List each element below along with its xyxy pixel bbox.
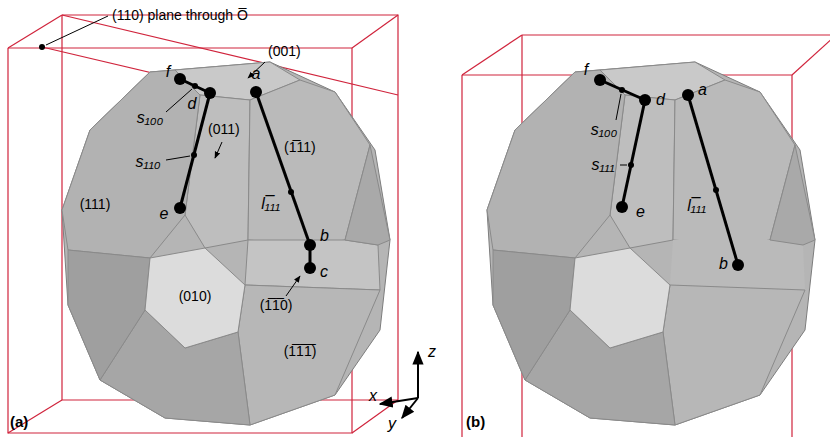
point-marker [732,259,744,271]
point-label: a [252,65,261,83]
crystal-facet [670,240,805,290]
crystal-facet [68,250,150,380]
box-edge [462,35,522,75]
point-label: s₁₀₀ [591,121,618,139]
facet-label: (001) [268,44,301,59]
point-label: e [160,205,169,223]
point-label: c [320,263,328,281]
leader-arrow [215,142,222,158]
crystal-facet [62,70,200,258]
point-label: s₁₀₀ [137,109,164,127]
box-edge [352,15,398,48]
point-marker [191,152,197,158]
point-label: s₁₁₁ [591,156,614,174]
crystal-shape [487,62,815,425]
facet-label: (1̅1̅1̅) [284,344,317,359]
point-marker [304,262,316,274]
box-edge [792,35,830,75]
shape-outline [487,62,815,425]
point-marker [682,89,694,101]
leader-line [166,156,190,160]
facet-label: (1̅11) [284,140,316,155]
point-marker [594,74,606,86]
point-label: f [584,61,588,79]
point-marker [250,86,262,98]
crystal-facet [770,145,815,245]
point-label: b [719,255,728,273]
point-label: s₁₁₀ [136,153,161,171]
point-label: l₁̅₁₁ [261,195,280,213]
plane-point [39,44,45,50]
leader-arrow [286,276,300,296]
crystal-facet [487,70,625,258]
path-segment [622,100,645,207]
point-marker [619,87,625,93]
facet-label: (010) [179,289,212,304]
point-label: d [656,91,665,109]
point-label: x [369,387,377,405]
point-label: f [166,63,170,81]
point-marker [304,239,316,251]
point-label: a [698,81,707,99]
facet-label: (011) [208,122,240,137]
axis-arrow [380,398,418,404]
axis-arrow [402,398,418,418]
crystal-shape [62,62,390,425]
point-marker [204,87,216,99]
point-marker [174,73,186,85]
path-segment [688,95,738,265]
point-label: b [320,227,329,245]
path-segment [256,92,310,245]
leader-line [46,16,108,45]
point-marker [192,83,198,89]
facet-label: (111) [80,197,111,212]
box-edge [8,400,62,433]
box-edge [8,15,62,48]
shape-outline [62,62,390,425]
point-label: y [388,415,396,433]
crystal-facet [238,285,380,425]
crystal-facet [145,248,245,348]
path-segment [180,93,210,208]
point-marker [288,189,294,195]
facet-label: (1̅1̅0) [260,298,293,313]
axis-arrow [417,352,419,398]
point-marker [174,202,186,214]
point-label: e [636,203,645,221]
box-edge [352,400,398,433]
path-segment [600,80,645,100]
point-marker [639,94,651,106]
trajectories [39,16,744,418]
point-label: z [428,343,436,361]
crystal-facet [345,145,390,245]
crystal-facet [245,240,380,290]
point-label: d [188,95,197,113]
crystal-facet [663,285,805,425]
point-marker [628,162,634,168]
crystal-facet [570,248,670,348]
point-marker [713,187,719,193]
leader-line [620,165,627,166]
panel-label: (a) [10,414,28,431]
point-label: l₁̅₁₁ [687,197,706,215]
facet-label: (110) plane through O̅ [112,8,248,23]
panel-label: (b) [466,414,485,431]
crystal-facet [493,250,575,380]
bounding-box [8,15,398,433]
point-marker [616,201,628,213]
bounding-box [462,35,830,437]
leader-line [616,94,621,120]
